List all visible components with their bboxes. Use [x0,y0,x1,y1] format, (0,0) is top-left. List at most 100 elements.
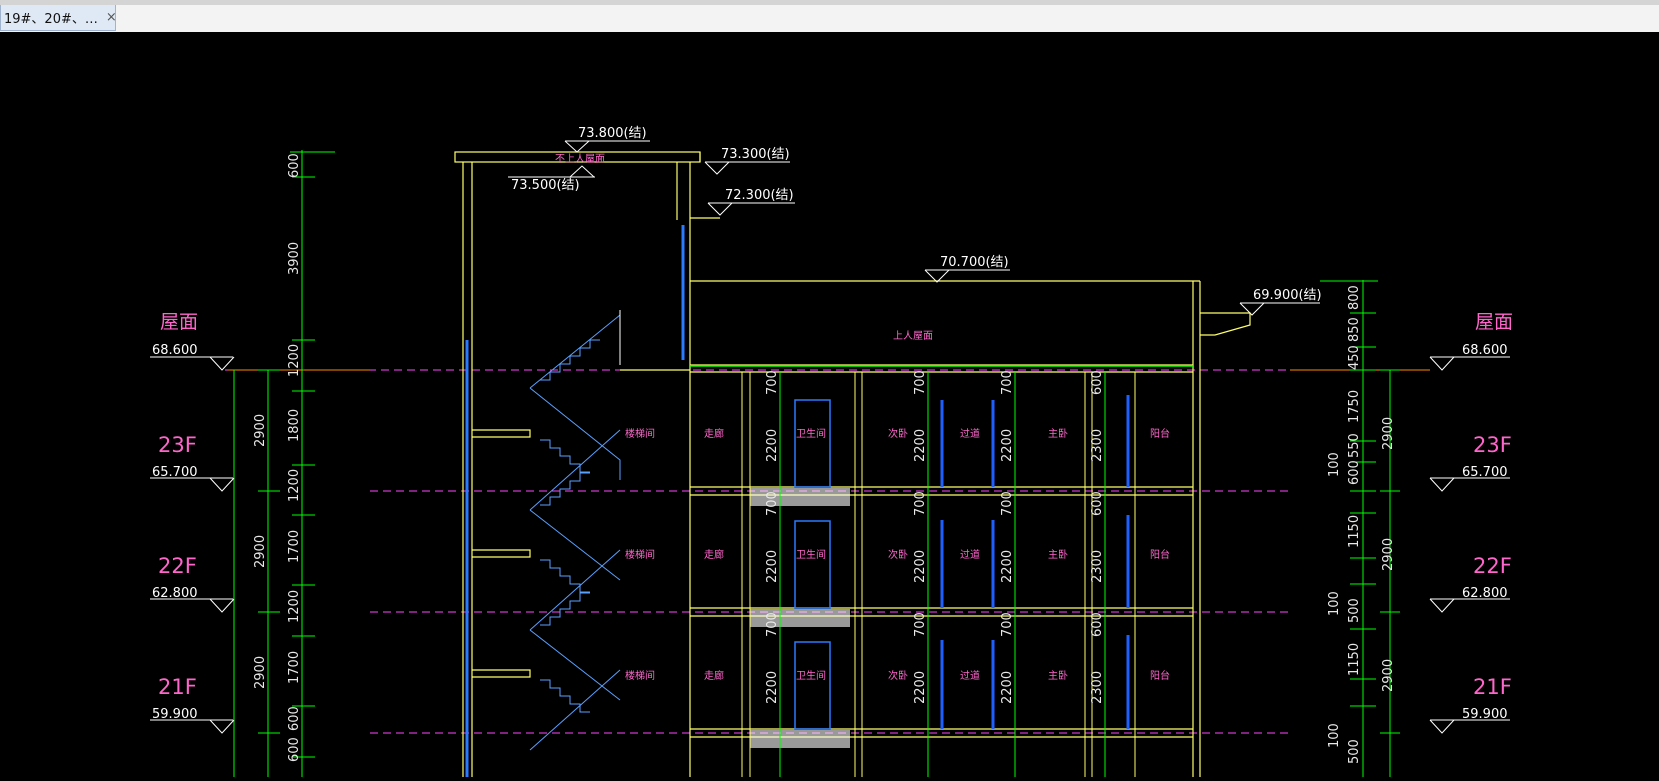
room-balcony-1: 阳台 [1150,427,1170,440]
dim-left-1200-b: 1200 [287,469,302,502]
dim-left-2900-b: 2900 [253,535,268,568]
drawing-tab-label: 19#、20#、… [4,12,98,27]
dim-700-e: 700 [913,491,928,516]
room-balcony-3: 阳台 [1150,669,1170,682]
right-floor-labels: 屋面 68.600 23F 65.700 22F 62.800 21F 59.9… [1429,311,1513,734]
dim-left-1800: 1800 [287,409,302,442]
dim-2200-b: 2200 [913,429,928,462]
document-tab-bar: 19#、20#、… × [0,5,1659,33]
left-dimension-chain [233,150,335,777]
window-top-strip [0,0,1659,5]
close-icon[interactable]: × [105,10,117,25]
room-corridor-2: 走廊 [704,548,724,561]
roof-elevation-text: 73.800(结) 73.300(结) 73.500(结) 72.300(结) … [511,126,1322,303]
dim-2200-d: 2200 [765,550,780,583]
dim-2300-b: 2300 [1090,550,1105,583]
right-23f-elev: 65.700 [1462,465,1508,480]
left-floor-labels: 屋面 68.600 23F 65.700 22F 62.800 21F 59.9… [150,311,235,734]
dim-right-100-c: 100 [1327,723,1342,748]
dim-right-850: 850 [1347,317,1362,342]
dim-left-1700-a: 1700 [287,530,302,563]
right-21f-name: 21F [1473,675,1512,699]
roof-no-access-label: 不上人屋面 [555,153,605,165]
interior-walls [741,372,1136,777]
room-stair-3: 楼梯间 [625,669,655,682]
bathroom-slab-hatch [750,488,850,748]
dim-right-100-b: 100 [1327,591,1342,616]
dim-700-d: 700 [765,491,780,516]
dim-right-2900-b: 2900 [1381,538,1396,571]
right-22f-name: 22F [1473,554,1512,578]
room-passage-1: 过道 [960,427,980,440]
dim-2300-c: 2300 [1090,671,1105,704]
room-corridor-3: 走廊 [704,669,724,682]
dim-700-g: 700 [765,612,780,637]
left-21f-elev: 59.900 [152,707,198,722]
left-22f-elev: 62.800 [152,586,198,601]
room-passage-2: 过道 [960,548,980,561]
dim-right-2900-c: 2900 [1381,659,1396,692]
right-roof-elev: 68.600 [1462,343,1508,358]
dim-left-2900-a: 2900 [253,414,268,447]
dim-right-550: 550 [1347,433,1362,458]
dim-left-1200-a: 1200 [287,344,302,377]
dim-right-1150-b: 1150 [1347,643,1362,676]
left-21f-name: 21F [158,675,197,699]
room-corridor-1: 走廊 [704,427,724,440]
dim-700-a: 700 [765,370,780,395]
room-master-1: 主卧 [1048,427,1068,440]
dim-2200-c: 2200 [1000,429,1015,462]
room-secondary-1: 次卧 [888,427,908,440]
dim-600-b: 600 [1090,491,1105,516]
left-dimension-text: 600 3900 1200 1800 1200 1700 1200 1700 6… [253,153,302,762]
interior-windows [940,395,1130,729]
room-balcony-2: 阳台 [1150,548,1170,561]
dim-700-h: 700 [913,612,928,637]
stair-tower-windows [465,225,685,777]
room-stair-1: 楼梯间 [625,427,655,440]
dim-right-600: 600 [1347,460,1362,485]
dim-2200-i: 2200 [1000,671,1015,704]
dim-right-100-a: 100 [1327,452,1342,477]
right-dimension-text: 800 850 450 1750 100 550 600 1150 100 50… [1327,285,1396,764]
right-21f-elev: 59.900 [1462,707,1508,722]
dim-700-b: 700 [913,370,928,395]
dim-right-450: 450 [1347,345,1362,370]
dim-2300-a: 2300 [1090,429,1105,462]
elev-73300: 73.300(结) [721,147,790,162]
interior-dimension-lines [779,372,1106,777]
room-secondary-2: 次卧 [888,548,908,561]
dim-left-600-c: 600 [287,737,302,762]
main-roof [690,280,1251,777]
elev-73800: 73.800(结) [578,126,647,141]
left-roof-elev: 68.600 [152,343,198,358]
dim-2200-a: 2200 [765,429,780,462]
bathroom-doors [794,399,831,730]
drawing-tab[interactable]: 19#、20#、… × [0,5,117,31]
dim-right-1750: 1750 [1347,390,1362,423]
right-roof-name: 屋面 [1475,311,1513,333]
dim-left-1200-c: 1200 [287,590,302,623]
right-dimension-chain [1320,280,1400,777]
dim-left-3900: 3900 [287,242,302,275]
room-bath-1: 卫生间 [796,427,826,440]
room-master-2: 主卧 [1048,548,1068,561]
elev-70700: 70.700(结) [940,255,1009,270]
dim-right-2900-a: 2900 [1381,417,1396,450]
room-bath-3: 卫生间 [796,669,826,682]
dim-right-500-b: 500 [1347,739,1362,764]
right-23f-name: 23F [1473,433,1512,457]
elev-73500: 73.500(结) [511,178,580,193]
left-23f-elev: 65.700 [152,465,198,480]
room-stair-2: 楼梯间 [625,548,655,561]
dim-left-2900-c: 2900 [253,656,268,689]
dim-right-500-a: 500 [1347,598,1362,623]
dim-right-800: 800 [1347,285,1362,310]
dim-left-1700-b: 1700 [287,651,302,684]
stair-tower-outline [454,151,720,777]
cad-drawing-canvas[interactable]: 600 3900 1200 1800 1200 1700 1200 1700 6… [0,32,1659,777]
dim-left-600-top: 600 [287,153,302,178]
dim-right-1150-a: 1150 [1347,515,1362,548]
room-passage-3: 过道 [960,669,980,682]
stairs [529,310,621,751]
